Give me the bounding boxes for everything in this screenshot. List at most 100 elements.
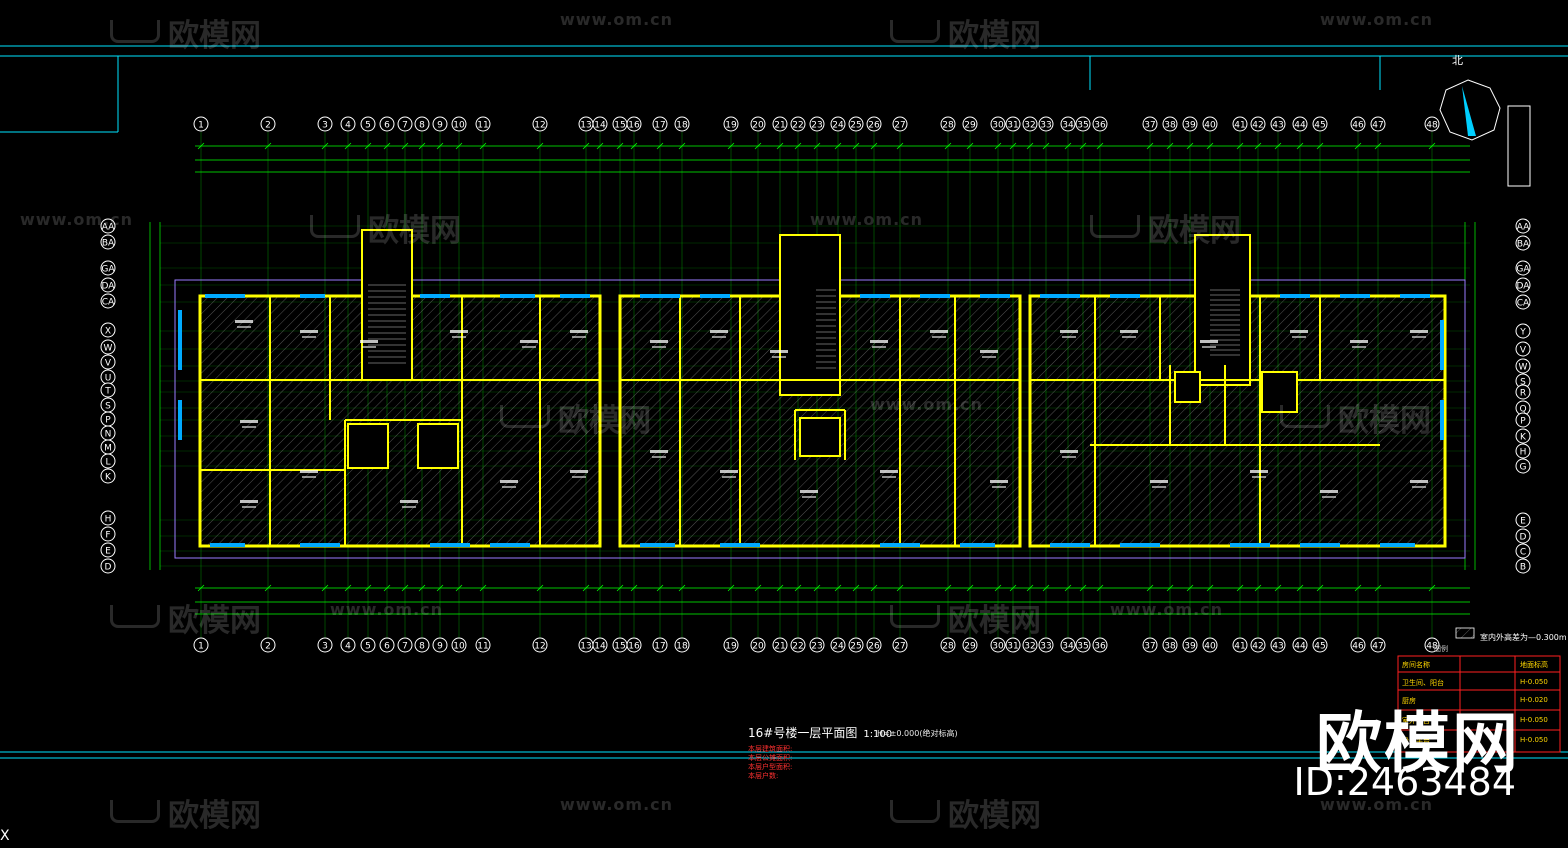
svg-text:42: 42 bbox=[1252, 121, 1263, 131]
room-tag bbox=[712, 336, 726, 338]
svg-text:37: 37 bbox=[1144, 642, 1155, 652]
axis-bubble-bottom: 4 bbox=[340, 637, 356, 653]
axis-bubble-top: 3 bbox=[317, 116, 333, 132]
svg-text:27: 27 bbox=[894, 642, 905, 652]
room-tag bbox=[502, 486, 516, 488]
svg-text:V: V bbox=[1520, 346, 1527, 356]
room-tag bbox=[720, 470, 738, 473]
axis-bubble-top: 32 bbox=[1022, 116, 1038, 132]
svg-text:46: 46 bbox=[1352, 121, 1364, 131]
svg-text:S: S bbox=[105, 402, 111, 412]
axis-bubble-top: 22 bbox=[790, 116, 806, 132]
svg-text:40: 40 bbox=[1204, 121, 1216, 131]
svg-text:P: P bbox=[1520, 417, 1526, 427]
room-tag bbox=[1122, 336, 1136, 338]
axis-bubble-top: 14 bbox=[592, 116, 608, 132]
axis-bubble-top: 13 bbox=[578, 116, 594, 132]
axis-bubble-top: 45 bbox=[1312, 116, 1328, 132]
axis-bubble-left: CA bbox=[100, 293, 116, 309]
legend-elev: H-0.050 bbox=[1520, 678, 1548, 686]
axis-bubble-bottom: 36 bbox=[1092, 637, 1108, 653]
svg-text:32: 32 bbox=[1024, 642, 1035, 652]
room-tag bbox=[570, 330, 588, 333]
axis-bubble-bottom: 17 bbox=[652, 637, 668, 653]
room-tag bbox=[522, 346, 536, 348]
svg-text:35: 35 bbox=[1077, 642, 1088, 652]
room-tag bbox=[235, 320, 253, 323]
svg-text:W: W bbox=[104, 344, 113, 354]
svg-text:28: 28 bbox=[942, 642, 954, 652]
window bbox=[920, 294, 950, 298]
axis-bubble-bottom: 5 bbox=[360, 637, 376, 653]
room-tag bbox=[240, 420, 258, 423]
axis-bubble-right: K bbox=[1515, 428, 1531, 444]
svg-text:17: 17 bbox=[654, 121, 665, 131]
svg-text:33: 33 bbox=[1040, 121, 1051, 131]
axis-bubble-top: 19 bbox=[723, 116, 739, 132]
sofa-logo-icon bbox=[1090, 215, 1140, 238]
axis-bubble-bottom: 20 bbox=[750, 637, 766, 653]
room-tag bbox=[1290, 330, 1308, 333]
svg-text:40: 40 bbox=[1204, 642, 1216, 652]
svg-text:46: 46 bbox=[1352, 642, 1364, 652]
windows bbox=[178, 294, 1444, 547]
axis-bubble-left: E bbox=[100, 542, 116, 558]
axis-bubble-right: E bbox=[1515, 512, 1531, 528]
sofa-logo-icon bbox=[890, 605, 940, 628]
window bbox=[300, 543, 340, 547]
svg-text:BA: BA bbox=[1517, 240, 1530, 250]
legend-swatch bbox=[1455, 627, 1475, 639]
room-tag bbox=[520, 340, 538, 343]
room-tag bbox=[237, 326, 251, 328]
axis-bubble-right: AA bbox=[1515, 218, 1531, 234]
svg-text:D: D bbox=[1520, 533, 1527, 543]
legend-room: 卫生间、阳台 bbox=[1402, 679, 1444, 687]
window bbox=[880, 543, 920, 547]
svg-text:P: P bbox=[105, 416, 111, 426]
room-tag bbox=[872, 346, 886, 348]
svg-text:CA: CA bbox=[1517, 299, 1530, 309]
sofa-logo-icon bbox=[110, 800, 160, 823]
room-tag bbox=[652, 456, 666, 458]
axis-bubble-bottom: 9 bbox=[432, 637, 448, 653]
window bbox=[490, 543, 530, 547]
svg-text:30: 30 bbox=[992, 642, 1004, 652]
svg-text:8: 8 bbox=[419, 642, 425, 652]
axis-bubble-bottom: 11 bbox=[475, 637, 491, 653]
axis-bubble-top: 26 bbox=[866, 116, 882, 132]
axis-bubble-left: W bbox=[100, 339, 116, 355]
svg-text:14: 14 bbox=[594, 642, 606, 652]
svg-text:20: 20 bbox=[752, 121, 764, 131]
window bbox=[178, 400, 182, 440]
key-block bbox=[1507, 105, 1531, 187]
svg-text:3: 3 bbox=[322, 121, 328, 131]
svg-text:34: 34 bbox=[1062, 121, 1074, 131]
axis-bubble-right: V bbox=[1515, 341, 1531, 357]
window bbox=[1280, 294, 1310, 298]
axis-bubble-right: BA bbox=[1515, 235, 1531, 251]
north-label: 北 bbox=[1452, 54, 1463, 67]
room-tag bbox=[302, 336, 316, 338]
legend-header: 房间名称 bbox=[1402, 661, 1430, 669]
room-tag bbox=[302, 476, 316, 478]
svg-text:7: 7 bbox=[402, 642, 408, 652]
axis-bubble-bottom: 6 bbox=[379, 637, 395, 653]
axis-bubble-left: M bbox=[100, 439, 116, 455]
axis-bubble-bottom: 47 bbox=[1370, 637, 1386, 653]
room-tag bbox=[572, 336, 586, 338]
watermark-brand: 欧模网 bbox=[1090, 205, 1241, 250]
drawing-title-text: 16#号楼一层平面图 bbox=[748, 726, 858, 740]
sofa-logo-icon bbox=[1280, 405, 1330, 428]
room-tag bbox=[1352, 346, 1366, 348]
room-tag bbox=[1292, 336, 1306, 338]
room-tag bbox=[1062, 456, 1076, 458]
axis-bubble-top: 37 bbox=[1142, 116, 1158, 132]
svg-text:16: 16 bbox=[628, 642, 640, 652]
svg-text:24: 24 bbox=[832, 121, 844, 131]
axis-bubble-bottom: 33 bbox=[1038, 637, 1054, 653]
svg-text:1: 1 bbox=[198, 642, 204, 652]
axis-bubble-top: 6 bbox=[379, 116, 395, 132]
axis-bubble-bottom: 12 bbox=[532, 637, 548, 653]
axis-bubble-left: U bbox=[100, 369, 116, 385]
svg-text:GA: GA bbox=[101, 265, 115, 275]
